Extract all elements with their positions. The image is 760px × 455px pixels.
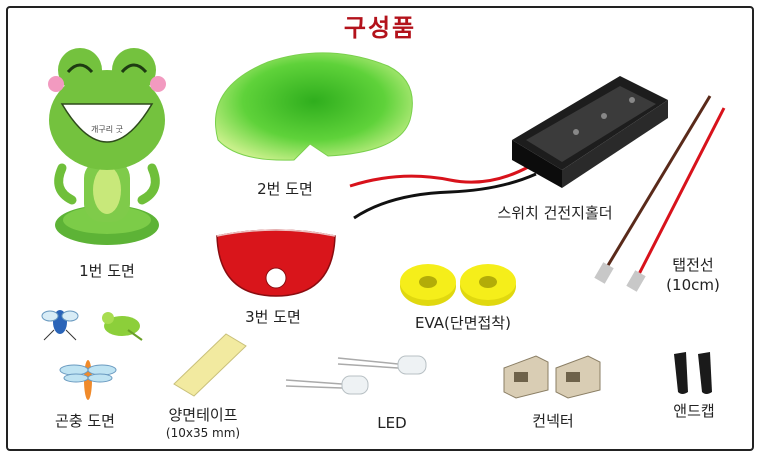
label-leaf: 2번 도면 [257,180,313,198]
tape-figure [173,333,247,397]
endcap-figure [674,352,712,394]
leaf-figure [214,52,413,161]
led-figure [285,355,427,395]
tap-wire-figure [594,95,726,292]
label-tape: 양면테이프 [168,406,238,424]
label-frog: 1번 도면 [79,262,135,280]
semicircle-figure [216,229,336,297]
label-endcap: 앤드캡 [673,402,715,420]
page-title: 구성품 [343,14,417,42]
label-connector: 컨넥터 [532,412,574,430]
label-led: LED [377,414,407,432]
battery-holder-figure [349,76,668,220]
label-eva: EVA(단면접착) [415,314,511,332]
frog-mouth-text: 개구리 굿 [91,124,123,134]
insects-figure [41,310,143,400]
label-tap-wire-sub: (10cm) [666,276,720,294]
label-tap-wire: 탭전선 [672,256,714,274]
frog-figure: 개구리 굿 [48,48,166,245]
eva-rings-figure [400,264,516,306]
connector-figure [503,355,601,399]
label-battery: 스위치 건전지홀더 [497,204,613,222]
label-insects: 곤충 도면 [55,412,115,430]
label-semicircle: 3번 도면 [245,308,301,326]
label-tape-sub: (10x35 mm) [165,426,241,440]
